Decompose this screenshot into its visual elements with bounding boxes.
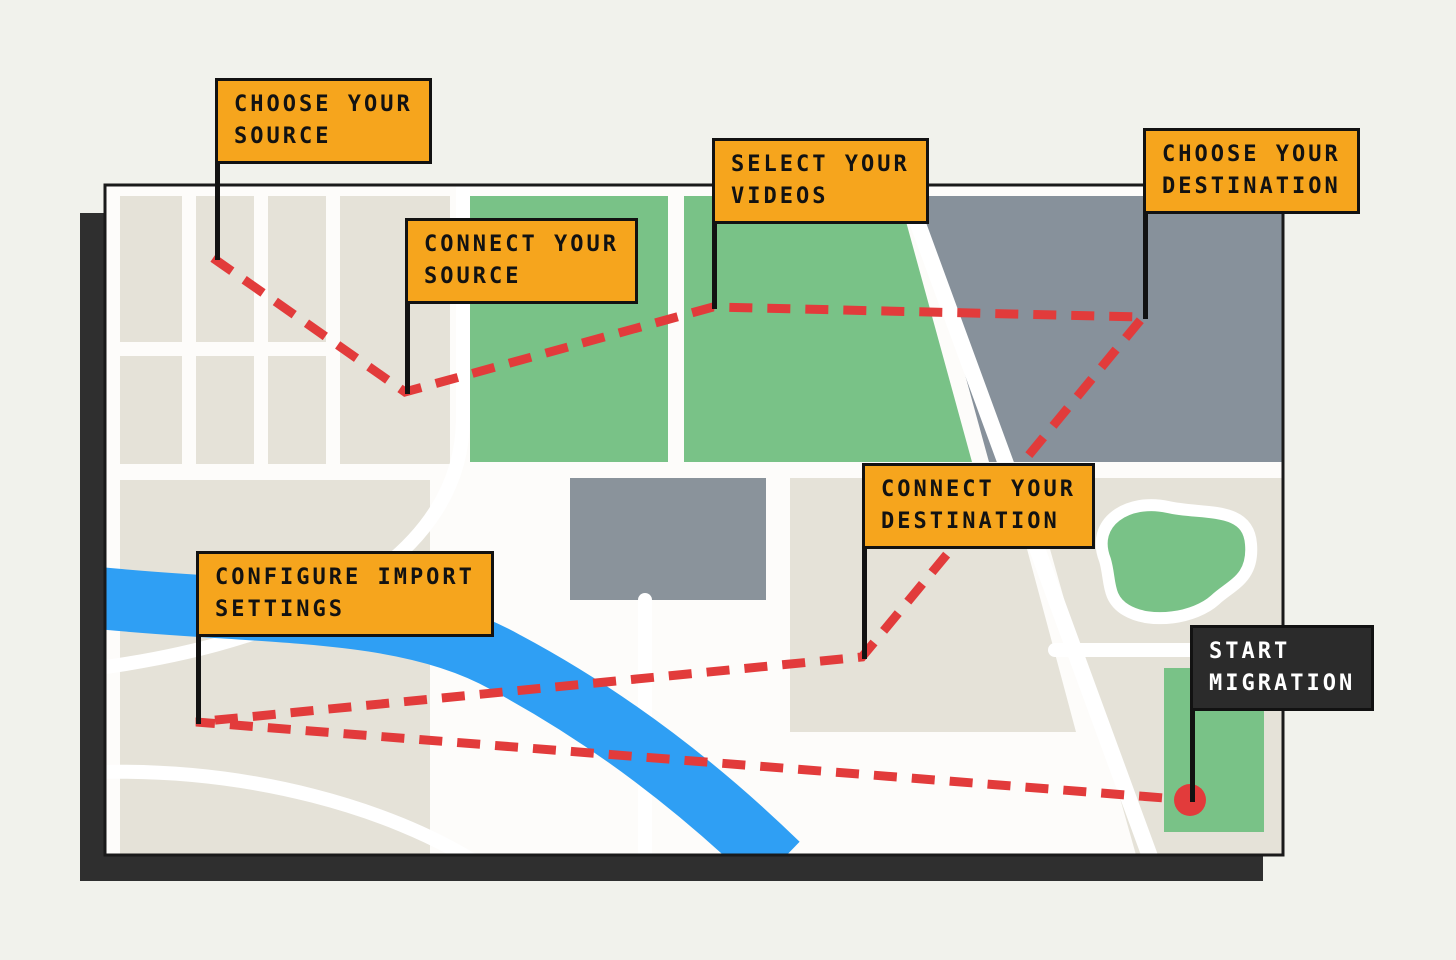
step-text-line: SOURCE	[234, 123, 332, 149]
map-outline	[103, 183, 1285, 857]
step-label-choose-destination: CHOOSE YOUR DESTINATION	[1143, 128, 1360, 319]
city-block	[268, 356, 326, 464]
pin-stem	[1143, 210, 1148, 319]
step-text-line: DESTINATION	[881, 508, 1060, 534]
pin-stem	[1190, 707, 1195, 802]
step-text-line: CHOOSE YOUR	[1162, 142, 1341, 167]
step-label-choose-source: CHOOSE YOUR SOURCE	[215, 78, 432, 260]
step-text-line: MIGRATION	[1209, 670, 1356, 696]
city-block	[120, 196, 182, 342]
step-label-connect-destination: CONNECT YOUR DESTINATION	[862, 463, 1095, 659]
pin-stem	[712, 220, 717, 309]
step-text-line: CONNECT YOUR	[424, 232, 619, 257]
step-text-line: SETTINGS	[215, 596, 345, 622]
step-text-line: SELECT YOUR	[731, 152, 910, 177]
city-block	[268, 196, 326, 342]
step-text-line: START	[1209, 639, 1291, 664]
city-block	[120, 356, 182, 464]
step-label-configure-import-settings: CONFIGURE IMPORT SETTINGS	[196, 551, 494, 724]
curved-road	[105, 764, 477, 855]
city-block	[120, 480, 430, 855]
step-text-line: CONFIGURE IMPORT	[215, 565, 475, 590]
step-label-select-videos: SELECT YOUR VIDEOS	[712, 138, 929, 309]
pond	[1095, 499, 1258, 625]
step-text-line: CHOOSE YOUR	[234, 92, 413, 117]
city-block	[196, 356, 254, 464]
pin-stem	[196, 633, 201, 724]
building-block	[570, 478, 766, 600]
step-text-line: SOURCE	[424, 263, 522, 289]
park-block-2	[684, 196, 972, 462]
step-text-line: CONNECT YOUR	[881, 477, 1076, 502]
step-text-line: DESTINATION	[1162, 173, 1341, 199]
pin-stem	[215, 160, 220, 260]
district-block	[916, 196, 1283, 462]
step-label-start-migration: START MIGRATION	[1190, 625, 1375, 802]
step-label-connect-source: CONNECT YOUR SOURCE	[405, 218, 638, 394]
step-text-line: VIDEOS	[731, 183, 829, 209]
pin-stem	[862, 545, 867, 659]
pin-stem	[405, 300, 410, 394]
